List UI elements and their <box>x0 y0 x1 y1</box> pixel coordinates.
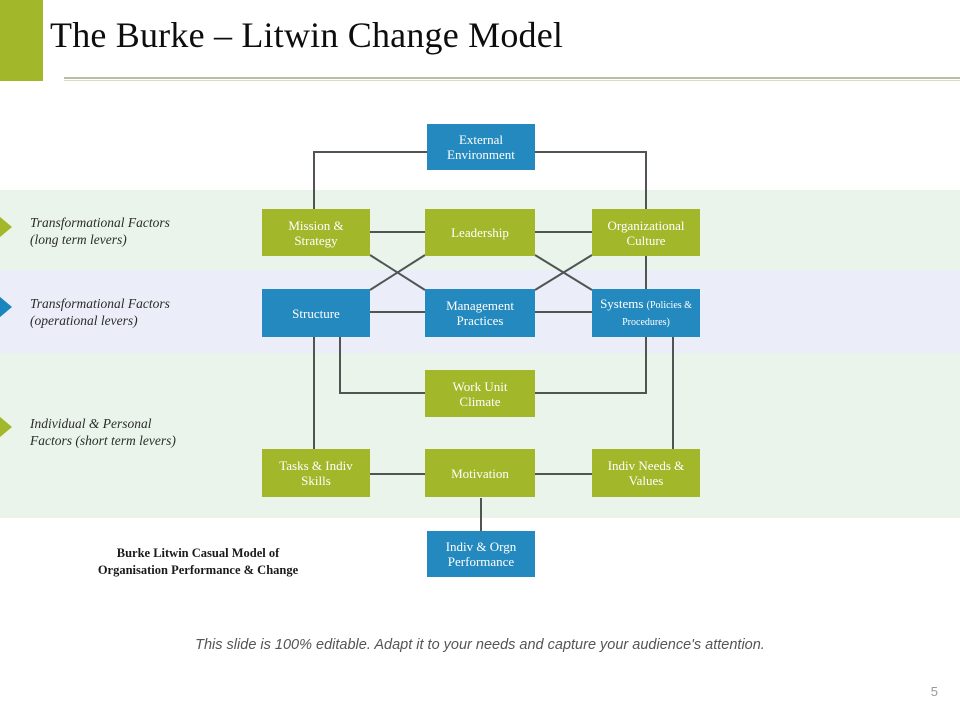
diagram-caption-line2: Organisation Performance & Change <box>97 563 299 577</box>
node-external-environment-line1: External <box>458 132 504 147</box>
node-tasks-indiv-skills[interactable]: Tasks & Indiv Skills <box>262 449 370 497</box>
header-divider <box>64 77 960 79</box>
node-external-environment-line2: Environment <box>447 147 515 162</box>
node-systems-line1: Systems <box>600 296 644 311</box>
side-label-operational-line2: (operational levers) <box>30 313 138 328</box>
page-number: 5 <box>930 684 938 699</box>
node-systems[interactable]: Systems (Policies & Procedures) <box>592 289 700 337</box>
node-management-practices-line1: Management <box>446 298 514 313</box>
node-organizational-culture-line1: Organizational <box>607 217 685 233</box>
side-label-operational-line1: Transformational Factors <box>30 296 170 311</box>
node-structure[interactable]: Structure <box>262 289 370 337</box>
page-title: The Burke – Litwin Change Model <box>50 15 564 55</box>
side-label-long-term: Transformational Factors (long term leve… <box>30 214 240 248</box>
node-tasks-indiv-skills-label: Tasks & Indiv Skills <box>279 458 352 488</box>
side-label-short-term-line1: Individual & Personal <box>30 416 152 431</box>
node-indiv-orgn-performance-line1: Indiv & Orgn <box>445 539 517 554</box>
node-work-unit-climate-line2: Climate <box>459 393 501 409</box>
side-label-operational: Transformational Factors (operational le… <box>30 295 240 329</box>
node-leadership-label: Leadership <box>451 225 509 240</box>
node-management-practices[interactable]: Management Practices <box>425 289 535 337</box>
node-indiv-orgn-performance[interactable]: Indiv & Orgn Performance <box>427 531 535 577</box>
node-indiv-orgn-performance-label: Indiv & Orgn Performance <box>446 539 517 569</box>
node-mission-strategy-line1: Mission & <box>288 217 344 233</box>
node-management-practices-label: Management Practices <box>446 298 514 328</box>
node-work-unit-climate-line1: Work Unit <box>452 378 508 394</box>
marker-arrow-long-term-icon <box>0 216 12 238</box>
node-indiv-needs-values-label: Indiv Needs & Values <box>608 458 685 488</box>
node-organizational-culture[interactable]: Organizational Culture <box>592 209 700 256</box>
side-label-long-term-line1: Transformational Factors <box>30 215 170 230</box>
node-motivation-label: Motivation <box>451 465 509 481</box>
side-label-short-term: Individual & Personal Factors (short ter… <box>30 415 240 449</box>
node-work-unit-climate-label: Work Unit Climate <box>453 379 508 409</box>
node-indiv-orgn-performance-line2: Performance <box>447 554 515 569</box>
node-external-environment[interactable]: External Environment <box>427 124 535 170</box>
side-label-long-term-line2: (long term levers) <box>30 232 127 247</box>
node-indiv-needs-values-line2: Values <box>628 473 664 488</box>
node-organizational-culture-label: Organizational Culture <box>607 218 684 248</box>
diagram-caption: Burke Litwin Casual Model of Organisatio… <box>88 545 308 579</box>
node-indiv-needs-values[interactable]: Indiv Needs & Values <box>592 449 700 497</box>
editable-note: This slide is 100% editable. Adapt it to… <box>195 637 765 653</box>
node-structure-label: Structure <box>292 305 340 321</box>
node-mission-strategy-label: Mission & Strategy <box>288 218 343 248</box>
node-motivation[interactable]: Motivation <box>425 449 535 497</box>
node-work-unit-climate[interactable]: Work Unit Climate <box>425 370 535 417</box>
side-label-short-term-line2: Factors (short term levers) <box>30 433 176 448</box>
node-management-practices-line2: Practices <box>456 313 504 328</box>
header-divider-secondary <box>64 80 960 81</box>
node-indiv-needs-values-line1: Indiv Needs & <box>607 458 685 473</box>
node-tasks-indiv-skills-line1: Tasks & Indiv <box>279 458 353 473</box>
node-leadership[interactable]: Leadership <box>425 209 535 256</box>
node-mission-strategy-line2: Strategy <box>294 232 338 248</box>
node-systems-sub: (Policies & Procedures) <box>622 300 692 328</box>
node-organizational-culture-line2: Culture <box>626 232 666 248</box>
diagram-caption-line1: Burke Litwin Casual Model of <box>116 546 280 560</box>
node-tasks-indiv-skills-line2: Skills <box>301 473 331 488</box>
node-external-environment-label: External Environment <box>447 132 515 162</box>
header-accent-bar <box>0 0 43 81</box>
marker-arrow-operational-icon <box>0 296 12 318</box>
node-mission-strategy[interactable]: Mission & Strategy <box>262 209 370 256</box>
marker-arrow-short-term-icon <box>0 416 12 438</box>
node-systems-label: Systems (Policies & Procedures) <box>594 296 698 330</box>
